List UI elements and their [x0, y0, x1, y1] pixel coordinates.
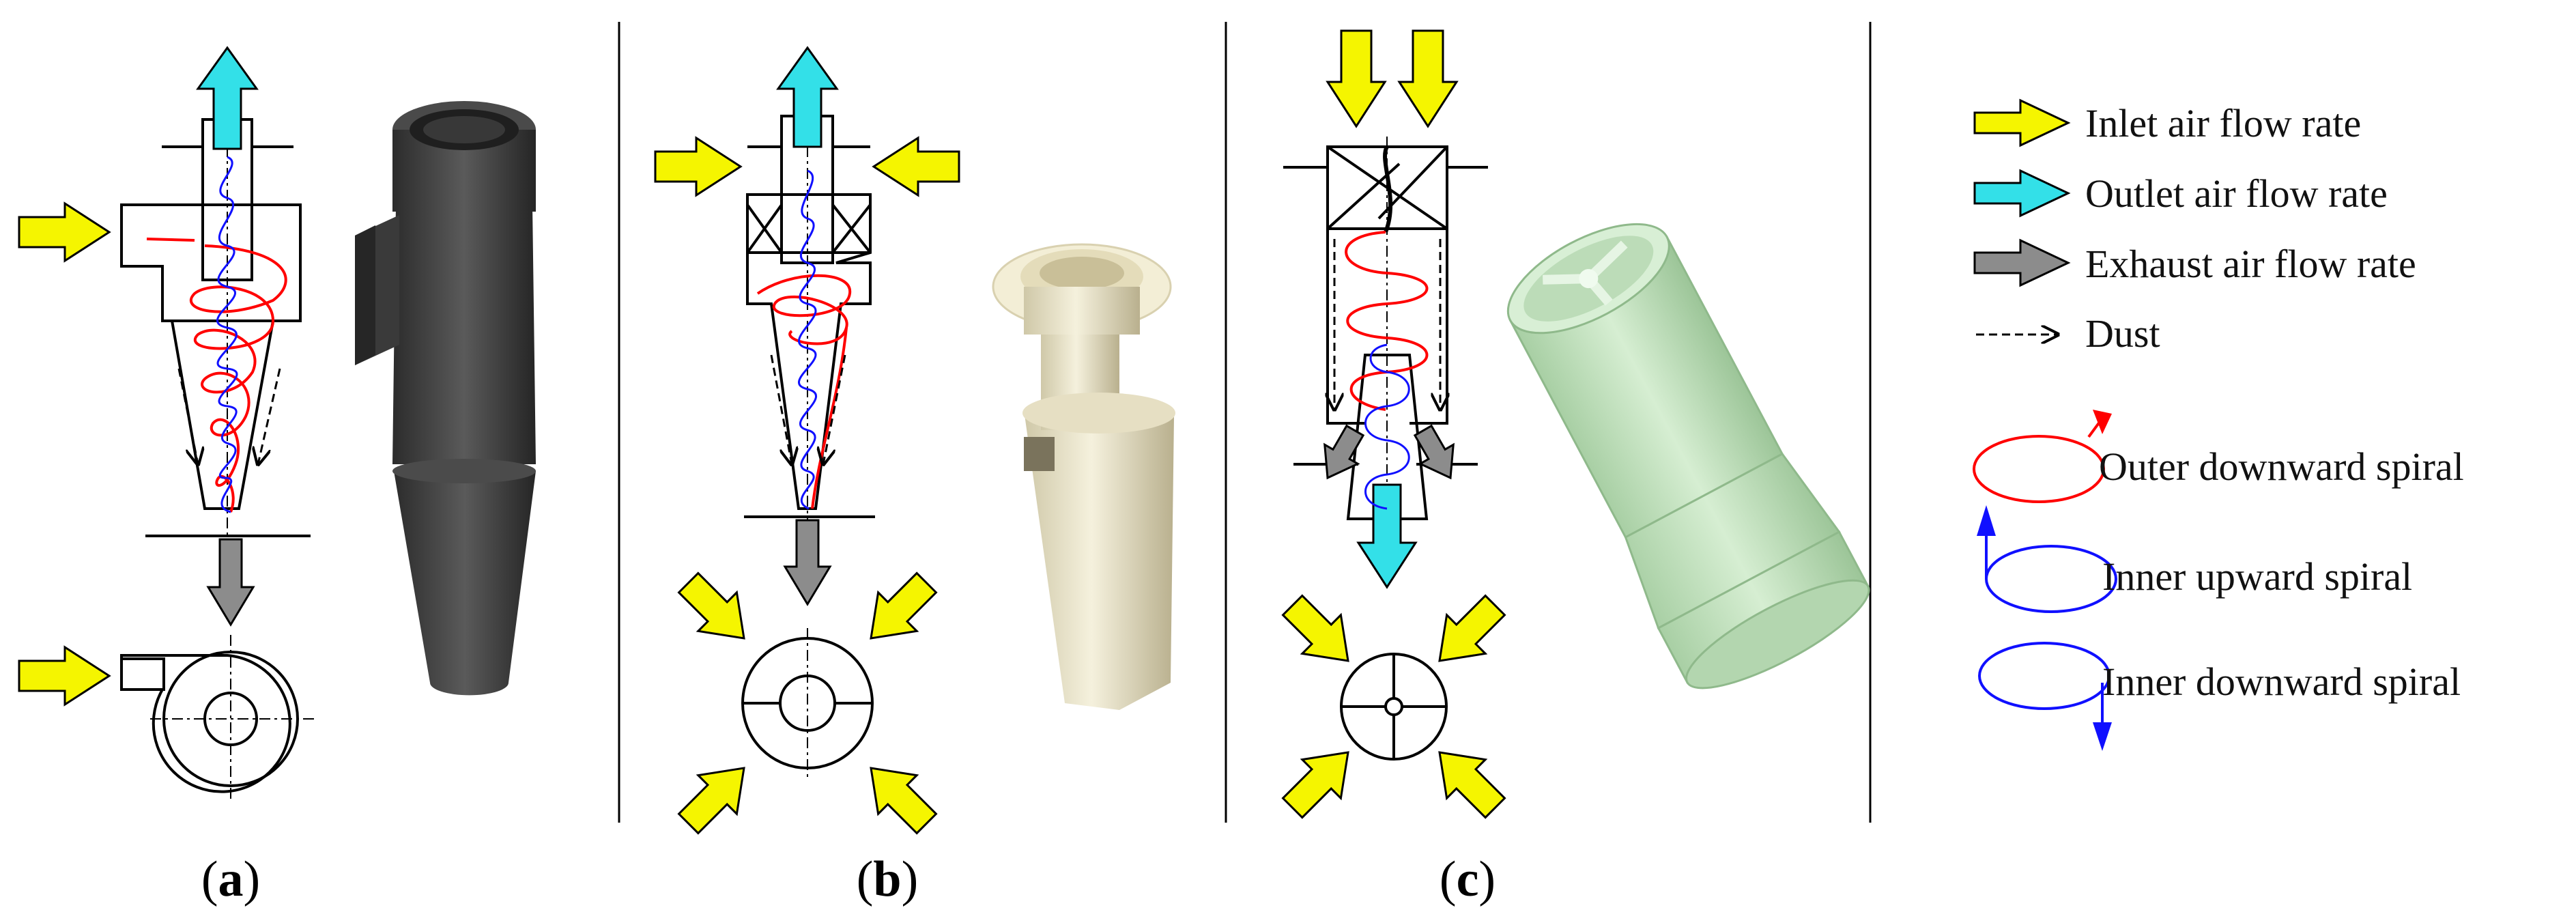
inlet-arrow-icon [654, 136, 743, 197]
inlet-arrow-icon [18, 645, 111, 707]
legend-outer-downward: Outer downward spiral [2099, 444, 2464, 489]
inlet-arrow-icon [1281, 594, 1506, 819]
gray-arrow-icon [1973, 238, 2071, 287]
panel-c [1281, 29, 1870, 819]
cyclone-model-a [355, 101, 536, 696]
exhaust-arrow-icon [783, 519, 832, 606]
outlet-arrow-icon [776, 46, 839, 148]
legend-dust: Dust [2085, 311, 2160, 356]
inlet-arrow-icon [872, 136, 960, 197]
inlet-arrow-icon [677, 571, 938, 835]
legend-inner-downward: Inner downward spiral [2102, 659, 2461, 704]
legend-exhaust: Exhaust air flow rate [2085, 242, 2416, 286]
panel-a [18, 46, 536, 802]
exhaust-arrow-icon [1413, 424, 1455, 480]
outlet-arrow-icon [1356, 483, 1418, 589]
spiral-icon [1973, 410, 2112, 503]
yellow-arrow-icon [1973, 98, 2071, 147]
legend: Inlet air flow rate Outlet air flow rate… [1973, 98, 2464, 751]
panel-label-c: (c) [1440, 851, 1495, 907]
cyan-arrow-icon [1973, 169, 2071, 218]
legend-inlet: Inlet air flow rate [2085, 101, 2361, 145]
cyclone-model-c [1506, 223, 1870, 690]
panel-label-b: (b) [857, 851, 918, 907]
inlet-arrow-icon [1326, 29, 1387, 128]
outlet-arrow-icon [196, 46, 259, 150]
panel-label-a: (a) [201, 851, 260, 907]
exhaust-arrow-icon [1323, 424, 1365, 480]
spiral-icon [1977, 505, 2117, 613]
exhaust-arrow-icon [206, 538, 255, 627]
cyclone-model-b [992, 243, 1175, 710]
spiral-icon [1978, 642, 2112, 751]
legend-inner-upward: Inner upward spiral [2102, 554, 2412, 599]
inlet-arrow-icon [18, 201, 111, 263]
inlet-arrow-icon [1397, 29, 1459, 128]
legend-outlet: Outlet air flow rate [2085, 171, 2388, 216]
panel-b [654, 46, 1175, 835]
